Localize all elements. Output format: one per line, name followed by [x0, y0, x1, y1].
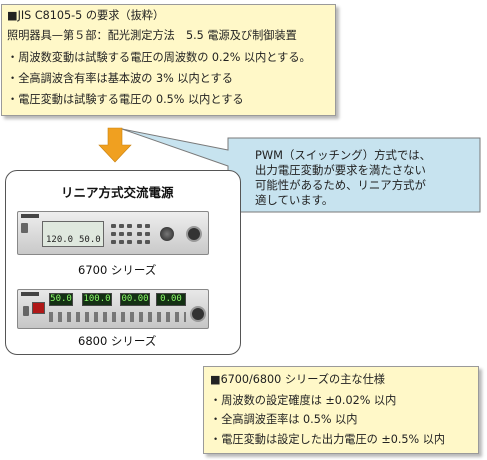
knob-icon: [160, 227, 174, 241]
led-display: 100.0: [82, 293, 112, 306]
key-icon: [111, 232, 116, 236]
key-icon: [127, 224, 132, 228]
callout-line: 可能性があるため、リニア方式が: [255, 178, 426, 192]
brand-badge: [21, 292, 39, 296]
led-display: 00.00: [120, 293, 150, 306]
key-icon: [119, 224, 124, 228]
key-icon: [137, 240, 142, 244]
key-icon: [127, 232, 132, 236]
outlet-icon: [186, 226, 202, 242]
requirements-item: ・周波数変動は試験する電圧の周波数の 0.2% 以内とする。: [7, 51, 311, 64]
lcd-frequency-value: 50.0: [79, 235, 101, 245]
spec-title: ■6700/6800 シリーズの主な仕様: [210, 373, 385, 386]
callout-line: 適しています。: [255, 193, 334, 207]
brand-badge: [21, 214, 39, 218]
spec-note: [203, 366, 479, 454]
key-icon: [119, 232, 124, 236]
products-title: リニア方式交流電源: [61, 185, 174, 200]
spec-item: ・周波数の設定確度は ±0.02% 以内: [210, 394, 397, 407]
callout-line: PWM（スイッチング）方式では、: [255, 148, 432, 162]
led-display: 50.0: [49, 293, 73, 306]
led-display: 0.00: [156, 293, 186, 306]
power-switch-icon: [21, 223, 28, 233]
key-icon: [145, 224, 150, 228]
spec-item: ・電圧変動は設定した出力電圧の ±0.5% 以内: [210, 433, 446, 446]
device-6700-image: 120.0 50.0: [17, 211, 209, 255]
requirements-item: ・電圧変動は試験する電圧の 0.5% 以内とする: [7, 93, 244, 106]
key-icon: [111, 224, 116, 228]
spec-item: ・全高調波歪率は 0.5% 以内: [210, 413, 358, 426]
key-icon: [137, 224, 142, 228]
requirements-item: ・全高調波含有率は基本波の 3% 以内とする: [7, 72, 233, 85]
outlet-icon: [190, 306, 206, 322]
key-icon: [145, 232, 150, 236]
key-icon: [111, 240, 116, 244]
requirements-subtitle: 照明器具—第５部：配光測定方法 5.5 電源及び制御装置: [7, 29, 297, 42]
requirements-note: [1, 4, 336, 116]
lcd-display: 120.0 50.0: [42, 221, 104, 247]
output-button-icon: [32, 302, 45, 314]
callout-line: 出力電圧変動が要求を満たさない: [255, 163, 426, 177]
key-icon: [145, 240, 150, 244]
down-arrow-icon: [98, 127, 132, 163]
device-6800-image: 50.0 100.0 00.00 0.00: [17, 289, 209, 329]
requirements-title: ■JIS C8105-5 の要求（抜粋）: [7, 9, 165, 22]
power-switch-icon: [23, 306, 29, 316]
lcd-voltage-value: 120.0: [46, 235, 74, 245]
key-icon: [119, 240, 124, 244]
button-row-icon: [49, 312, 186, 322]
key-icon: [137, 232, 142, 236]
model-6700-caption: 6700 シリーズ: [78, 263, 157, 277]
key-icon: [127, 240, 132, 244]
model-6800-caption: 6800 シリーズ: [78, 334, 157, 348]
